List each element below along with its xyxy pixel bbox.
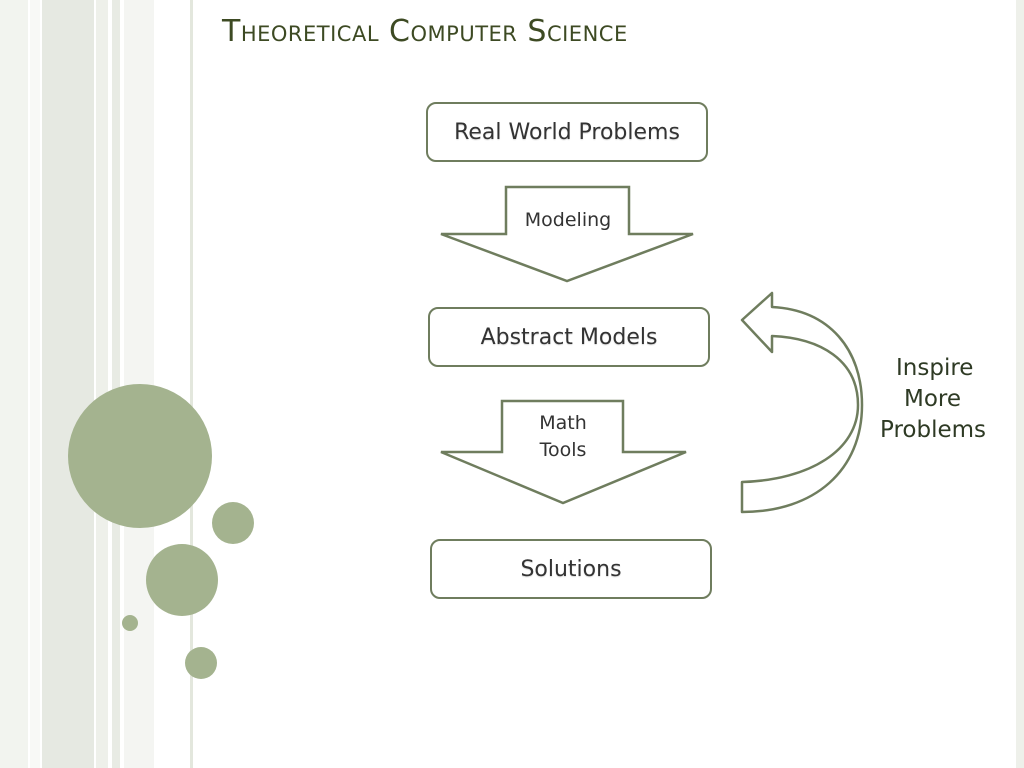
inspire-label: Inspire xyxy=(896,355,974,381)
problems-label: Problems xyxy=(880,417,987,443)
stripe-light xyxy=(124,0,154,768)
real-world-problems-box: Real World Problems xyxy=(426,102,708,162)
math-tools-label: Math Tools xyxy=(503,410,623,464)
abstract-models-label: Abstract Models xyxy=(480,324,658,350)
stripe-outer xyxy=(0,0,28,768)
circle-medium xyxy=(146,544,218,616)
solutions-label: Solutions xyxy=(520,556,622,582)
math-tools-line1: Math xyxy=(539,412,587,434)
circle-tiny xyxy=(122,615,138,631)
stripe-mid xyxy=(96,0,108,768)
solutions-box: Solutions xyxy=(430,539,712,599)
modeling-arrow xyxy=(440,185,694,283)
abstract-models-box: Abstract Models xyxy=(428,307,710,367)
right-edge xyxy=(1016,0,1024,768)
more-label: More xyxy=(904,386,962,412)
slide-title: Theoretical Computer Science xyxy=(222,14,628,49)
inspire-loop-arrow xyxy=(740,291,864,514)
circle-large xyxy=(68,384,212,528)
stripe-wide xyxy=(42,0,94,768)
modeling-label: Modeling xyxy=(524,209,612,231)
circle-small-bottom xyxy=(185,647,217,679)
stripe-line xyxy=(190,0,193,768)
stripe-thin xyxy=(30,0,40,768)
real-world-problems-label: Real World Problems xyxy=(454,119,680,145)
math-tools-line2: Tools xyxy=(539,439,587,461)
stripe-narrow xyxy=(112,0,120,768)
circle-small xyxy=(212,502,254,544)
math-tools-arrow xyxy=(440,399,687,505)
